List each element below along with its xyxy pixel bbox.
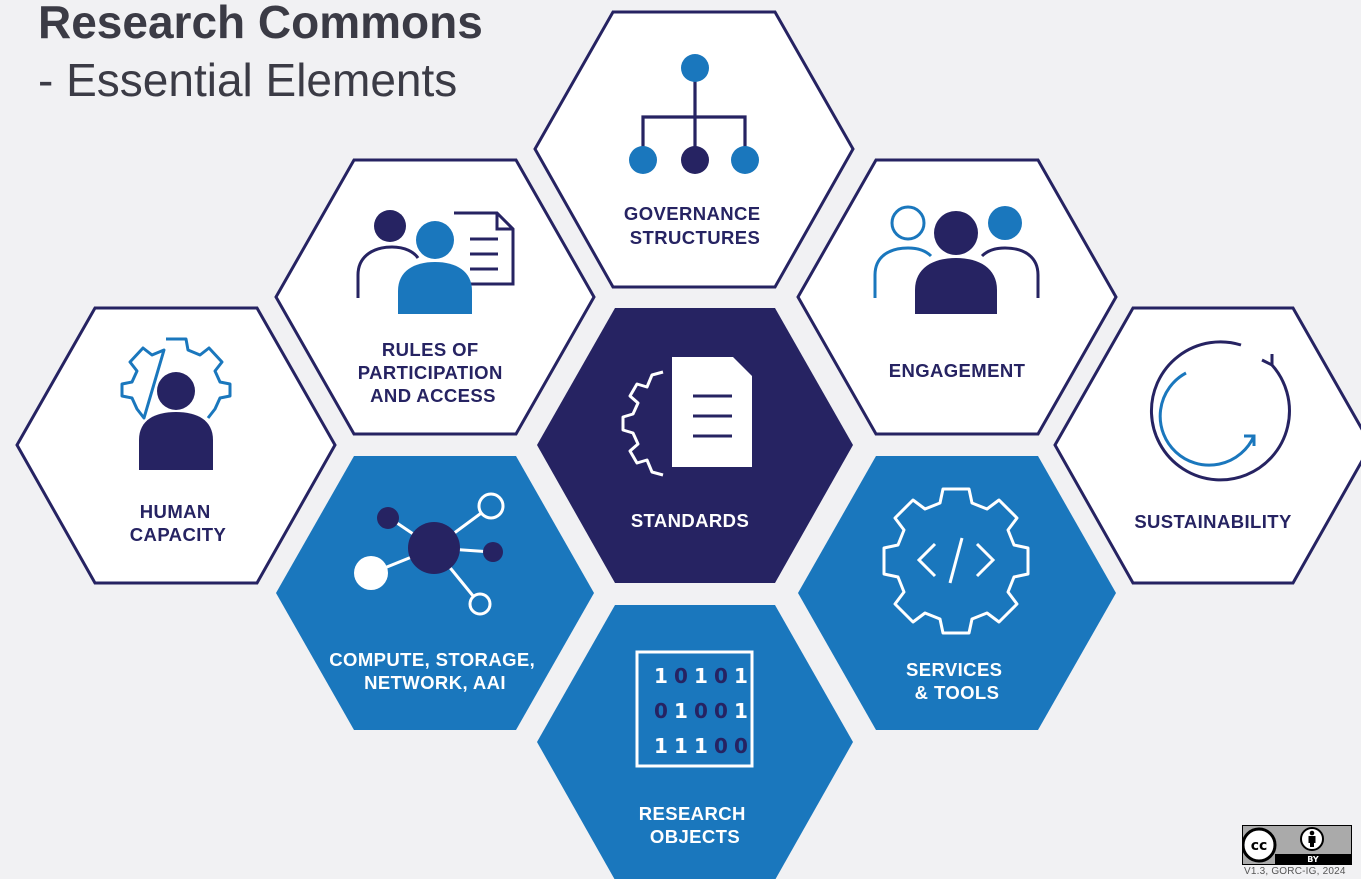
binary-digit: 0 xyxy=(674,664,688,688)
network-nodes-icon xyxy=(354,492,505,616)
hex-rules-of-participation: RULES OF PARTICIPATION AND ACCESS xyxy=(274,158,596,436)
binary-digit: 0 xyxy=(694,699,708,723)
code-gear-icon xyxy=(882,487,1030,635)
hex-shape xyxy=(798,456,1116,730)
hex-engagement: ENGAGEMENT xyxy=(796,158,1118,436)
label-services-tools: SERVICES & TOOLS xyxy=(906,659,1008,703)
hex-shape xyxy=(537,605,853,879)
hex-governance-structures: GOVERNANCE STRUCTURES xyxy=(533,10,855,289)
label-line: & TOOLS xyxy=(915,682,1000,703)
title-block: Research Commons - Essential Elements xyxy=(38,0,483,110)
label-rules-of-participation: RULES OF PARTICIPATION AND ACCESS xyxy=(358,339,509,406)
hex-shape xyxy=(1053,306,1361,585)
cc-by-license-badge: cc BY xyxy=(1242,825,1352,865)
label-compute-storage-network: COMPUTE, STORAGE, NETWORK, AAI xyxy=(329,649,540,693)
version-label: V1.3, GORC-IG, 2024 xyxy=(1244,866,1346,877)
people-document-icon xyxy=(356,210,515,314)
label-line: GOVERNANCE xyxy=(624,203,761,224)
hex-compute-storage-network: COMPUTE, STORAGE, NETWORK, AAI xyxy=(276,456,594,730)
hex-human-capacity: HUMAN CAPACITY xyxy=(15,306,337,585)
label-line: COMPUTE, STORAGE, xyxy=(329,649,535,670)
page-title: Research Commons xyxy=(38,0,483,48)
binary-digit: 0 xyxy=(654,699,668,723)
label-engagement: ENGAGEMENT xyxy=(889,360,1026,381)
group-people-icon xyxy=(873,205,1040,314)
label-line: STRUCTURES xyxy=(630,227,760,248)
cycle-arrows-icon xyxy=(1149,340,1291,482)
binary-digit: 1 xyxy=(734,664,748,688)
hex-standards: STANDARDS xyxy=(537,308,853,583)
label-line: SERVICES xyxy=(906,659,1002,680)
binary-digit: 0 xyxy=(714,664,728,688)
label-standards: STANDARDS xyxy=(631,510,749,531)
binary-row: 0 1 0 0 1 xyxy=(654,699,748,723)
hierarchy-icon xyxy=(629,54,759,174)
label-research-objects: RESEARCH OBJECTS xyxy=(639,803,752,847)
label-human-capacity: HUMAN CAPACITY xyxy=(130,501,227,545)
label-sustainability: SUSTAINABILITY xyxy=(1134,511,1292,532)
label-governance-structures: GOVERNANCE STRUCTURES xyxy=(624,203,766,248)
hex-sustainability: SUSTAINABILITY xyxy=(1053,306,1361,585)
binary-digit: 0 xyxy=(714,699,728,723)
binary-digit: 1 xyxy=(694,734,708,758)
attribution-icon xyxy=(1300,827,1324,851)
label-line: RULES OF xyxy=(382,339,479,360)
binary-digit: 0 xyxy=(714,734,728,758)
hex-shape xyxy=(276,456,594,730)
label-line: NETWORK, AAI xyxy=(364,672,506,693)
by-label: BY xyxy=(1307,855,1319,864)
label-line: OBJECTS xyxy=(650,826,740,847)
binary-row: 1 0 1 0 1 xyxy=(654,664,748,688)
label-line: AND ACCESS xyxy=(370,385,496,406)
label-line: CAPACITY xyxy=(130,524,227,545)
hex-services-tools: SERVICES & TOOLS xyxy=(798,456,1116,730)
binary-digit: 1 xyxy=(674,734,688,758)
binary-digit: 1 xyxy=(694,664,708,688)
label-line: HUMAN xyxy=(140,501,211,522)
label-line: RESEARCH xyxy=(639,803,746,824)
hex-research-objects: 1 0 1 0 1 0 1 0 0 1 1 1 1 0 0 RESEARC xyxy=(537,605,853,879)
binary-digit: 1 xyxy=(674,699,688,723)
label-line: PARTICIPATION xyxy=(358,362,503,383)
binary-digit: 0 xyxy=(734,734,748,758)
person-gear-icon xyxy=(120,337,232,470)
binary-data-icon: 1 0 1 0 1 0 1 0 0 1 1 1 1 0 0 xyxy=(635,650,754,768)
cc-icon: cc xyxy=(1251,838,1268,854)
binary-digit: 1 xyxy=(734,699,748,723)
binary-digit: 1 xyxy=(654,664,668,688)
page-subtitle: - Essential Elements xyxy=(38,54,458,106)
gear-document-icon xyxy=(621,357,752,477)
binary-digit: 1 xyxy=(654,734,668,758)
binary-row: 1 1 1 0 0 xyxy=(654,734,748,758)
